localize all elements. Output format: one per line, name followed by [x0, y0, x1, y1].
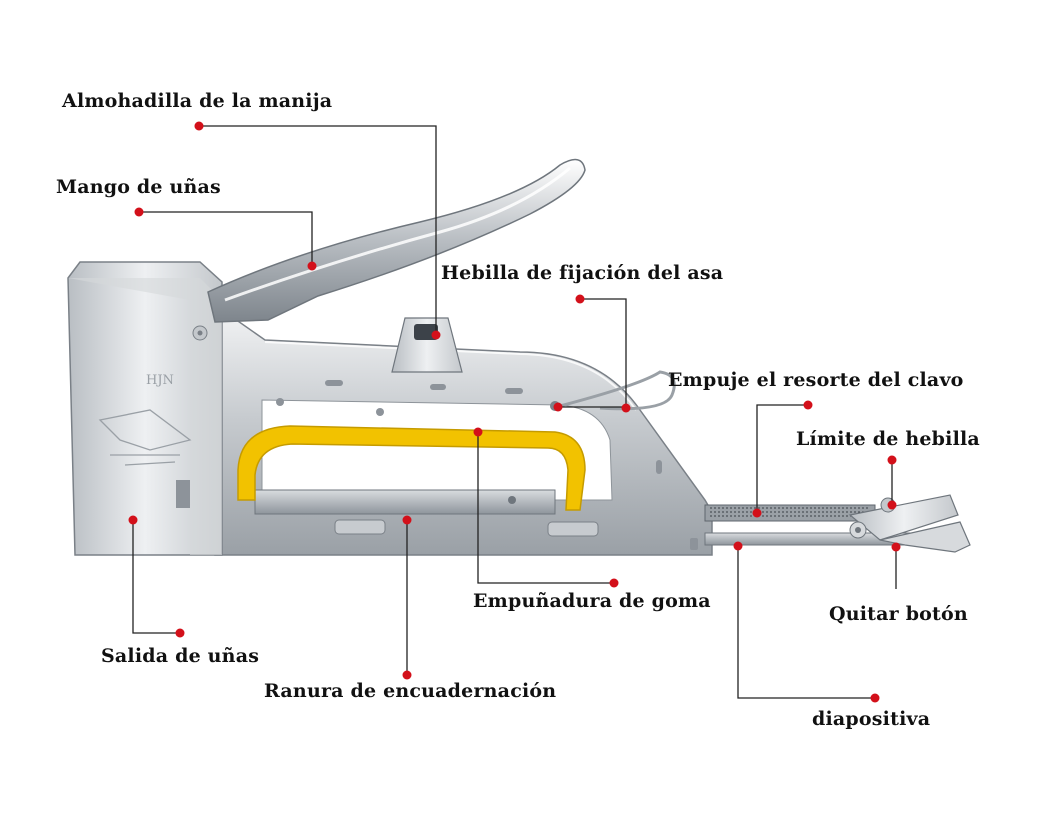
label-handle-pad: Almohadilla de la manija: [62, 90, 333, 112]
marker-dot: [134, 207, 144, 217]
label-handle-lock-buckle: Hebilla de fijación del asa: [441, 262, 724, 284]
marker-dot: [887, 500, 897, 510]
marker-dot: [553, 402, 563, 412]
spring-loop: [559, 370, 676, 411]
leader-nail-outlet: [132, 520, 180, 634]
marker-dot: [194, 121, 204, 131]
marker-dot: [402, 515, 412, 525]
label-nail-outlet: Salida de uñas: [101, 645, 260, 667]
rubber-grip: [237, 425, 586, 511]
leader-slide-upper: [756, 404, 808, 513]
label-buckle-limit: Límite de hebilla: [796, 428, 980, 450]
marker-dot: [621, 403, 631, 413]
slide-rail: [704, 494, 971, 553]
leader-rubber-grip: [477, 432, 614, 584]
brand-mark: HJN: [146, 373, 174, 388]
leader-slide: [737, 546, 875, 699]
marker-dot: [431, 330, 441, 340]
marker-dot: [891, 542, 901, 552]
leader-handle-lock-buckle: [580, 298, 627, 408]
marker-dot: [307, 261, 317, 271]
marker-dot: [887, 455, 897, 465]
label-nail-handle: Mango de uñas: [56, 176, 221, 198]
marker-dot: [175, 628, 185, 638]
leader-handle-pad: [199, 125, 437, 335]
marker-dot: [803, 400, 813, 410]
leader-nail-handle: [139, 211, 313, 266]
label-binding-slot: Ranura de encuadernación: [264, 680, 557, 702]
marker-dot: [609, 578, 619, 588]
nail-handle-lever: [207, 158, 586, 323]
magazine-rail: [254, 489, 599, 537]
label-rubber-grip: Empuñadura de goma: [473, 590, 711, 612]
marker-dot: [733, 541, 743, 551]
stapler-head: HJN: [67, 261, 223, 556]
label-slide: diapositiva: [812, 708, 931, 730]
handle-lock-buckle: [391, 317, 463, 373]
leader-lines: [132, 125, 897, 699]
marker-dot: [752, 508, 762, 518]
marker-dot: [402, 670, 412, 680]
marker-dot: [473, 427, 483, 437]
label-nail-spring-push: Empuje el resorte del clavo: [668, 369, 964, 391]
marker-dot: [128, 515, 138, 525]
marker-dot: [870, 693, 880, 703]
marker-dots: [128, 121, 901, 703]
label-remove-button: Quitar botón: [829, 603, 968, 625]
marker-dot: [575, 294, 585, 304]
